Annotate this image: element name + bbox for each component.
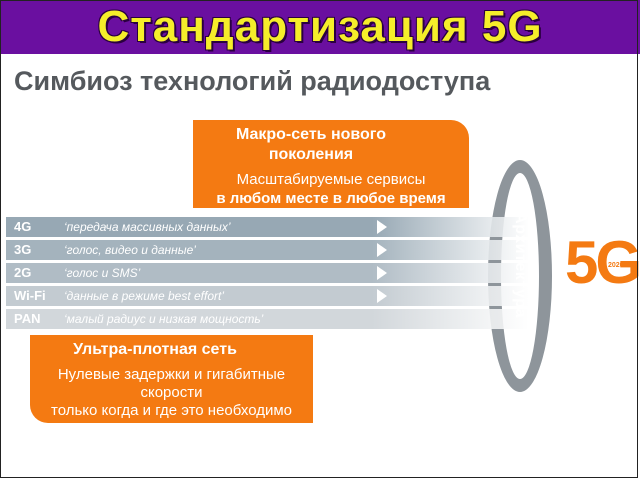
band-tag: 4G [14,219,32,234]
page-subtitle: Симбиоз технологий радиодоступа [14,66,491,96]
arrow-head-icon [377,220,387,234]
ultra-text-line3: только когда и где это необходимо [51,402,292,419]
band-tag: 3G [14,242,32,257]
macro-text-line1: Масштабируемые сервисы [236,171,426,188]
band-description: ‘малый радиус и низкая мощность’ [64,312,264,326]
page-title: Стандартизация 5G [97,2,543,51]
band-description: ‘данные в режиме best effort’ [64,289,225,303]
band-wifi: Wi-Fi ‘данные в режиме best effort’ [6,286,529,306]
ultra-text-line2: скорости [140,384,203,401]
architecture-label: Архитектура [512,212,529,318]
macro-title-line1: Макро-сеть нового [235,126,387,143]
arrow-head-icon [377,266,387,280]
band-description: ‘голос, видео и данные’ [64,243,196,257]
macro-text-line2: в любом месте в любое время [216,190,446,207]
band-description: ‘передача массивных данных’ [64,220,231,234]
title-banner [0,0,640,54]
band-4g: 4G ‘передача массивных данных’ [6,217,529,237]
band-2g: 2G ‘голос и SMS’ [6,263,529,283]
arrow-head-icon [377,243,387,257]
ultra-dense-network-box [30,335,313,423]
band-tag: Wi-Fi [14,288,46,303]
ultra-title: Ультра-плотная сеть [73,341,237,358]
band-pan: PAN ‘малый радиус и низкая мощность’ [6,309,529,329]
macro-title-line2: поколения [268,146,354,163]
5g-logo: 5G [565,229,640,296]
macro-network-box [193,120,469,208]
arrow-head-icon [377,289,387,303]
band-description: ‘голос и SMS’ [64,266,141,280]
ultra-text-line1: Нулевые задержки и гигабитные [57,366,286,383]
5g-logo-subscript: 2020+ [608,262,628,269]
band-3g: 3G ‘голос, видео и данные’ [6,240,529,260]
band-tag: PAN [14,311,41,326]
band-tag: 2G [14,265,32,280]
